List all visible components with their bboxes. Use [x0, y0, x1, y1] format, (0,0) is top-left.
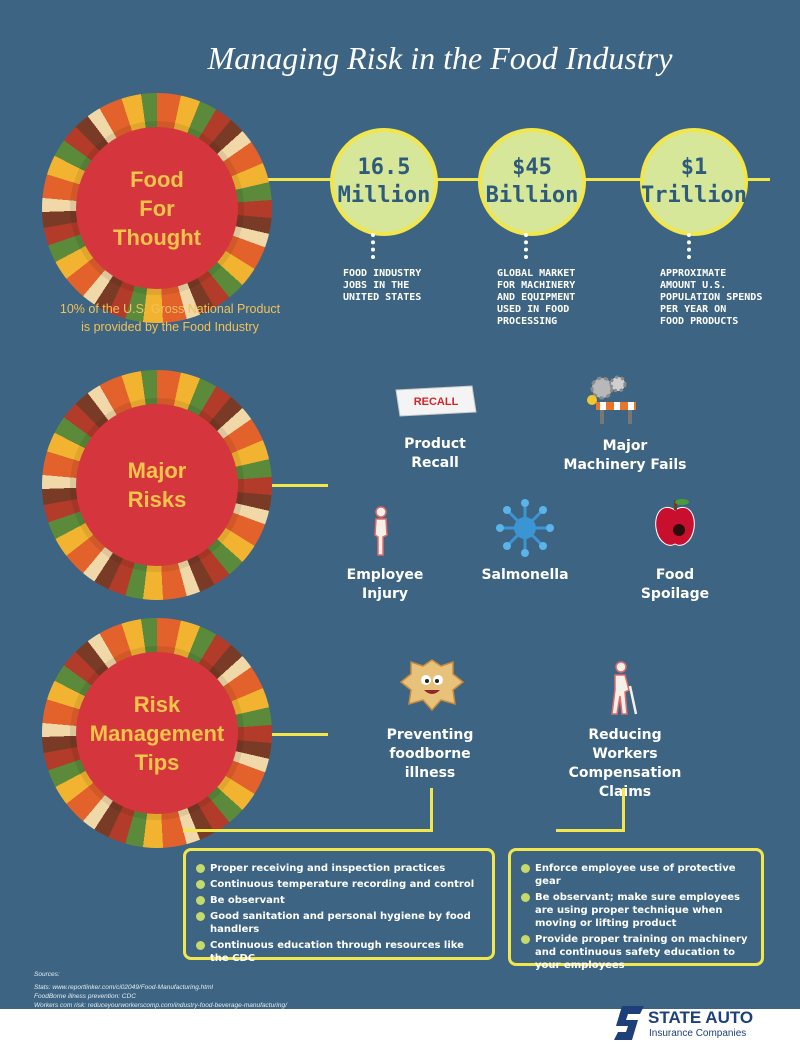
connector-line — [622, 788, 625, 830]
risk-salmonella: Salmonella — [481, 567, 569, 583]
page-title: Managing Risk in the Food Industry — [207, 40, 673, 76]
footer-bar — [0, 1009, 800, 1044]
connector-line — [183, 829, 433, 832]
tips-ring: Risk Management Tips — [42, 618, 272, 848]
food-ring: Food For Thought — [42, 93, 272, 323]
list-item: Good sanitation and personal hygiene by … — [196, 910, 482, 936]
list-item: Continuous temperature recording and con… — [196, 878, 482, 891]
list-item: Be observant — [196, 894, 482, 907]
injured-person-icon — [374, 506, 388, 556]
machinery-gear-icon — [587, 375, 636, 424]
state-auto-logo-icon — [614, 1006, 644, 1040]
gnp-note: 10% of the U.S. Gross National Product i… — [59, 302, 281, 334]
connector-line — [556, 829, 625, 832]
list-item: Be observant; make sure employees are us… — [521, 891, 751, 930]
connector-line — [240, 733, 328, 736]
salmonella-bacteria-icon — [496, 499, 554, 557]
logo-subtitle: Insurance Companies — [649, 1028, 747, 1039]
connector-line — [240, 484, 328, 487]
recall-notice-icon: RECALL — [395, 385, 477, 417]
food-for-thought-circle: Food For Thought — [76, 127, 238, 289]
workers-tips-box: Enforce employee use of protective gear … — [508, 848, 764, 971]
risk-management-tips-circle: Risk Management Tips — [76, 652, 238, 814]
svg-text:RECALL: RECALL — [414, 396, 459, 408]
list-item: Enforce employee use of protective gear — [521, 862, 751, 888]
stat-spending-desc: Approximateamount U.S.population spendsp… — [660, 268, 763, 327]
list-item: Proper receiving and inspection practice… — [196, 862, 482, 875]
rotten-apple-icon — [655, 499, 695, 546]
risks-ring: Major Risks — [42, 370, 272, 600]
person-with-cane-icon — [611, 661, 638, 715]
logo-name: STATE AUTO — [648, 1008, 754, 1027]
sources: Sources: Stats: www.reportlinker.com/ci0… — [34, 971, 287, 1009]
stat-jobs-desc: Food industryjobs in theUnited States — [343, 268, 422, 303]
foodborne-tips-box: Proper receiving and inspection practice… — [183, 848, 495, 964]
list-item: Provide proper training on machinery and… — [521, 933, 751, 972]
connector-line — [430, 788, 433, 830]
list-item: Continuous education through resources l… — [196, 939, 482, 965]
major-risks-circle: Major Risks — [76, 404, 238, 566]
stat-machinery: $45 Billion — [478, 128, 586, 236]
dotted-connector — [371, 233, 375, 259]
stat-jobs: 16.5 Million — [330, 128, 438, 236]
germ-character-icon — [399, 659, 465, 712]
stat-spending: $1 Trillion — [640, 128, 748, 236]
dotted-connector — [524, 233, 528, 259]
dotted-connector — [687, 233, 691, 259]
